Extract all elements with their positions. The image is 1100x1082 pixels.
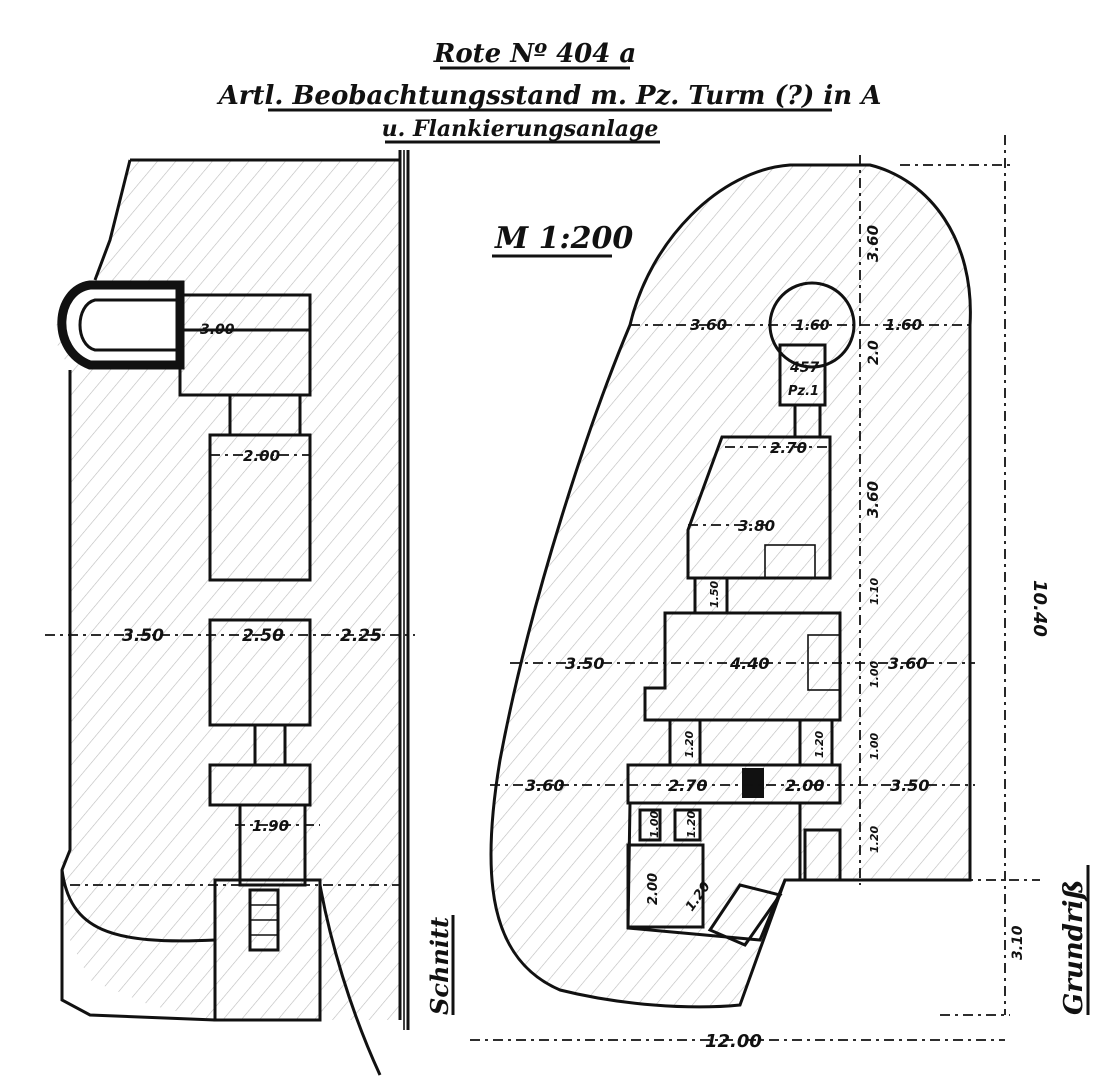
plan-room-sub: Pz.1 [788,384,819,399]
plan-dim-small: 1.10 [868,578,881,605]
plan-room-niche [764,544,816,579]
plan-dim-bottom-right-height: 3.10 [1010,925,1026,960]
plan-dim-small: 1.20 [685,811,698,838]
plan-dim-mid-center: 4.40 [729,654,769,673]
plan-dim-mid-right: 3.60 [888,654,927,673]
section-base [213,878,322,1022]
section-label: Schnitt [425,917,454,1015]
plan-dim-small: 1.20 [813,731,826,758]
section-dim-bottom: 1.90 [252,817,289,835]
plan-dim-small: 1.00 [648,811,661,838]
plan-dim-lines [470,135,1040,1041]
plan-outline [489,163,972,1009]
scale-note: M 1:200 [492,221,633,258]
plan-small-room [638,808,662,842]
plan-small-room [673,808,702,842]
section-dim-right: 2.25 [340,626,382,646]
section-trench-line [318,884,382,1076]
section-view: 3.00 2.00 3.50 2.50 2.25 1.90 Schnitt [45,150,455,1076]
plan-small-room [803,828,842,882]
section-room-upper [208,433,312,582]
plan-dim-upper-left: 3.60 [690,316,727,334]
plan-room-middle [643,611,842,722]
plan-dim-room-mid: 3.80 [738,517,775,535]
plan-dim-small: 1.00 [868,733,881,760]
section-earth-fill [55,160,400,1020]
plan-dim-low-left: 3.60 [525,776,564,795]
plan-view: 457 Pz.1 [470,135,1090,1052]
section-dim-mid-width: 2.00 [243,447,280,465]
plan-dim-overall-height: 10.40 [1029,580,1050,637]
plan-dim-room-top: 2.70 [770,439,807,457]
section-dim-center: 2.50 [242,626,284,646]
section-room-bottom [238,803,307,887]
section-dim-left: 3.50 [122,626,164,646]
plan-dim-upper-right: 1.60 [885,316,922,334]
plan-room-number: 457 [789,360,819,376]
plan-dim-entry-height: 2.00 [646,873,661,905]
plan-dim-overall-width: 12.00 [705,1031,762,1052]
title-block: Rote Nº 404 a Artl. Beobachtungsstand m.… [216,39,882,144]
plan-dim-low-right-center: 2.00 [785,776,824,795]
plan-label: Grundriß [1059,880,1089,1015]
plan-dim-low-center: 2.70 [668,776,707,795]
plan-dim-turret: 1.60 [795,318,830,334]
plan-dim-small: 1.00 [868,661,881,688]
title-line-2: Artl. Beobachtungsstand m. Pz. Turm (?) … [216,81,882,111]
title-line-3: u. Flankierungsanlage [382,116,659,142]
plan-dim-room-mid-height: 3.60 [864,481,882,518]
section-outline [60,150,402,1022]
section-rooms [178,293,382,1076]
title-line-1: Rote Nº 404 a [433,39,637,69]
section-embrasure-inner [78,298,180,352]
plan-room-upper [686,435,832,580]
section-dim-top-width: 3.00 [200,322,235,338]
plan-dim-small: 1.50 [708,581,721,608]
section-outer-curve [60,869,216,943]
plan-dim-small: 1.20 [868,826,881,853]
scale-label: M 1:200 [494,221,633,256]
plan-dim-mid-left: 3.50 [565,654,604,673]
plan-room-lower-door [742,768,764,798]
plan-dim-turret-height: 2.0 [866,340,882,365]
plan-entry-stairs [707,883,783,947]
plan-dim-low-right: 3.50 [890,776,929,795]
plan-room-entry [626,843,705,929]
section-embrasure [57,280,185,370]
plan-dim-upper-height: 3.60 [864,225,882,262]
plan-dim-small: 1.20 [683,731,696,758]
